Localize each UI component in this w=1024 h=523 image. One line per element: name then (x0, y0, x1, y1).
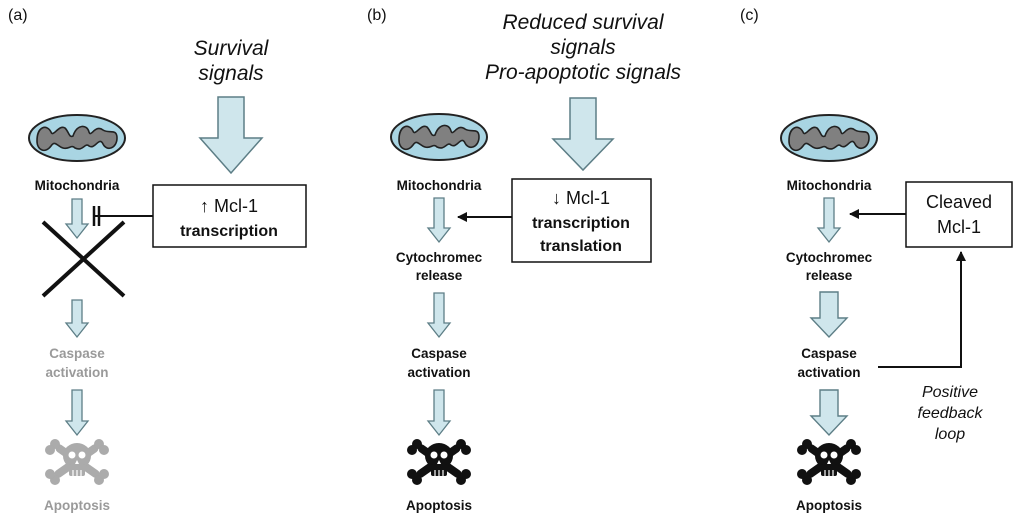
panel-a-arrow-mito-down (64, 198, 90, 240)
panel-a-mitochondria-label: Mitochondria (35, 178, 120, 193)
panel-b-arrow-mito-down (426, 197, 452, 244)
panel-b-cytochrome-line2: release (416, 268, 463, 283)
panel-c-box-line2: Mcl-1 (937, 217, 981, 237)
panel-b-signal-line2: signals (550, 36, 616, 59)
panel-c-cytochrome-line1: Cytochromec (786, 250, 873, 265)
panel-a-apoptosis-label: Apoptosis (44, 498, 110, 513)
panel-a-caspase-line2: activation (45, 365, 108, 380)
panel-a-signal-line1: Survival (194, 37, 270, 60)
panel-c-cleaved-box (905, 181, 1013, 248)
panel-b-signal-line3: Pro-apoptotic signals (485, 61, 682, 84)
panel-b-skull-icon (406, 438, 472, 486)
panel-c-skull-icon (796, 438, 862, 486)
panel-c-feedback-line1: Positive (922, 384, 978, 401)
panel-c-box-line1: Cleaved (926, 192, 992, 212)
panel-c-caspase-line1: Caspase (801, 346, 857, 361)
panel-b-arrow-to-caspase (426, 292, 452, 339)
panel-b-signal-arrow (551, 97, 615, 172)
panel-a-arrow-to-caspase (64, 299, 90, 339)
panel-a-mitochondria-icon (28, 114, 126, 162)
panel-a-caspase-line1: Caspase (49, 346, 105, 361)
panel-b-box-line2: transcription (532, 215, 630, 232)
panel-c-caspase-line2: activation (797, 365, 860, 380)
panel-b-cytochrome-line1: Cytochromec (396, 250, 483, 265)
panel-b-caspase-line2: activation (407, 365, 470, 380)
panel-b-apoptosis-label: Apoptosis (406, 498, 472, 513)
panel-b-arrow-to-apoptosis (426, 389, 452, 437)
panel-a-box-line2: transcription (180, 223, 278, 240)
panel-c-arrow-mito-down (816, 197, 842, 244)
panel-a-box-line1: ↑ Mcl-1 (200, 196, 258, 216)
panel-c-letter: (c) (740, 7, 759, 24)
panel-b-letter: (b) (367, 7, 387, 24)
panel-c-feedback-line2: feedback (918, 405, 984, 422)
panel-a-signal-arrow (198, 96, 264, 175)
panel-a-signal-line2: signals (198, 62, 264, 85)
panel-c-feedback-line3: loop (935, 426, 965, 443)
panel-c-cytochrome-line2: release (806, 268, 853, 283)
panel-b-signal-line1: Reduced survival (502, 11, 664, 34)
panel-b-caspase-line1: Caspase (411, 346, 467, 361)
panel-c-mitochondria-label: Mitochondria (787, 178, 872, 193)
panel-a-mcl1-box (152, 184, 307, 248)
panel-b-mcl1-box (511, 178, 652, 263)
panel-a-arrow-to-apoptosis (64, 389, 90, 437)
panel-c-arrow-to-caspase (809, 291, 849, 339)
panel-b-mitochondria-icon (390, 113, 488, 161)
panel-c-apoptosis-label: Apoptosis (796, 498, 862, 513)
panel-c-arrow-to-apoptosis (809, 389, 849, 437)
panel-b-box-line1: ↓ Mcl-1 (552, 188, 610, 208)
panel-a-letter: (a) (8, 7, 28, 24)
panel-a-skull-icon (44, 438, 110, 486)
panel-c-feedback-arrow (878, 251, 966, 368)
panel-b-mitochondria-label: Mitochondria (397, 178, 482, 193)
panel-a-block-cross-2 (41, 220, 126, 298)
panel-b-box-line3: translation (540, 238, 622, 255)
panel-c-mitochondria-icon (780, 114, 878, 162)
